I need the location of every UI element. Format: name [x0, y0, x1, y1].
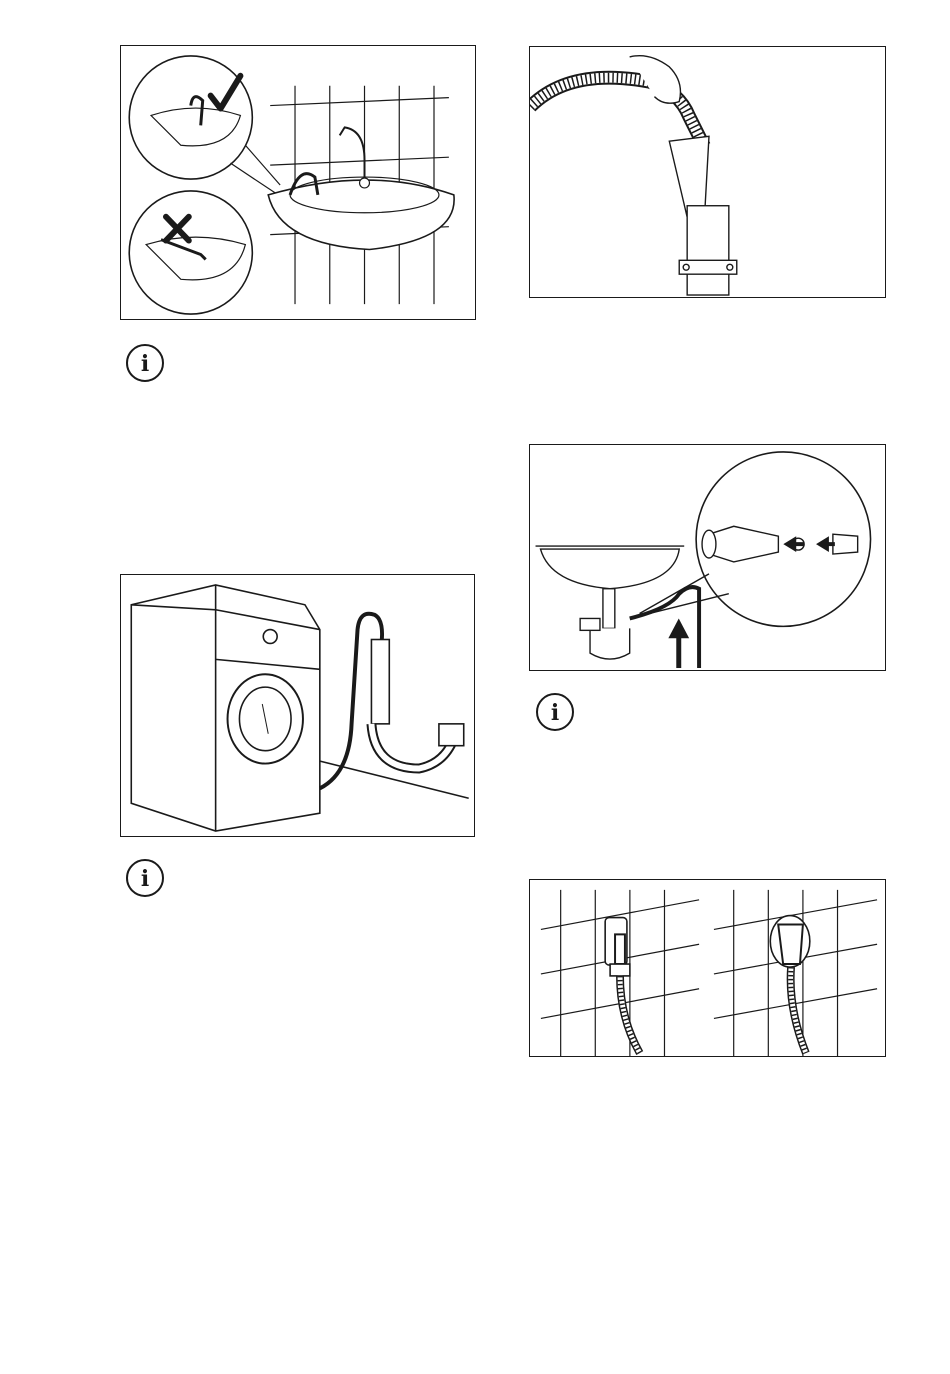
arrow-up-icon [668, 618, 689, 668]
figure-wall-drain-outlets [529, 879, 886, 1057]
figure-sink-hose-placement [120, 45, 476, 320]
machine-drain-illustration [121, 575, 474, 836]
svg-text:i: i [551, 700, 559, 726]
figure-sink-drain-connection [529, 444, 886, 671]
info-icon: i [535, 692, 575, 732]
wall-outlets-illustration [530, 880, 885, 1056]
info-icon: i [125, 343, 165, 383]
figure-hose-into-standpipe [529, 46, 886, 298]
svg-text:i: i [141, 351, 149, 377]
standpipe-illustration [530, 47, 885, 297]
sink-hose-illustration [121, 46, 475, 319]
sink-drain-illustration [530, 445, 885, 670]
svg-text:i: i [141, 866, 149, 892]
info-icon: i [125, 858, 165, 898]
figure-machine-drain-hose [120, 574, 475, 837]
